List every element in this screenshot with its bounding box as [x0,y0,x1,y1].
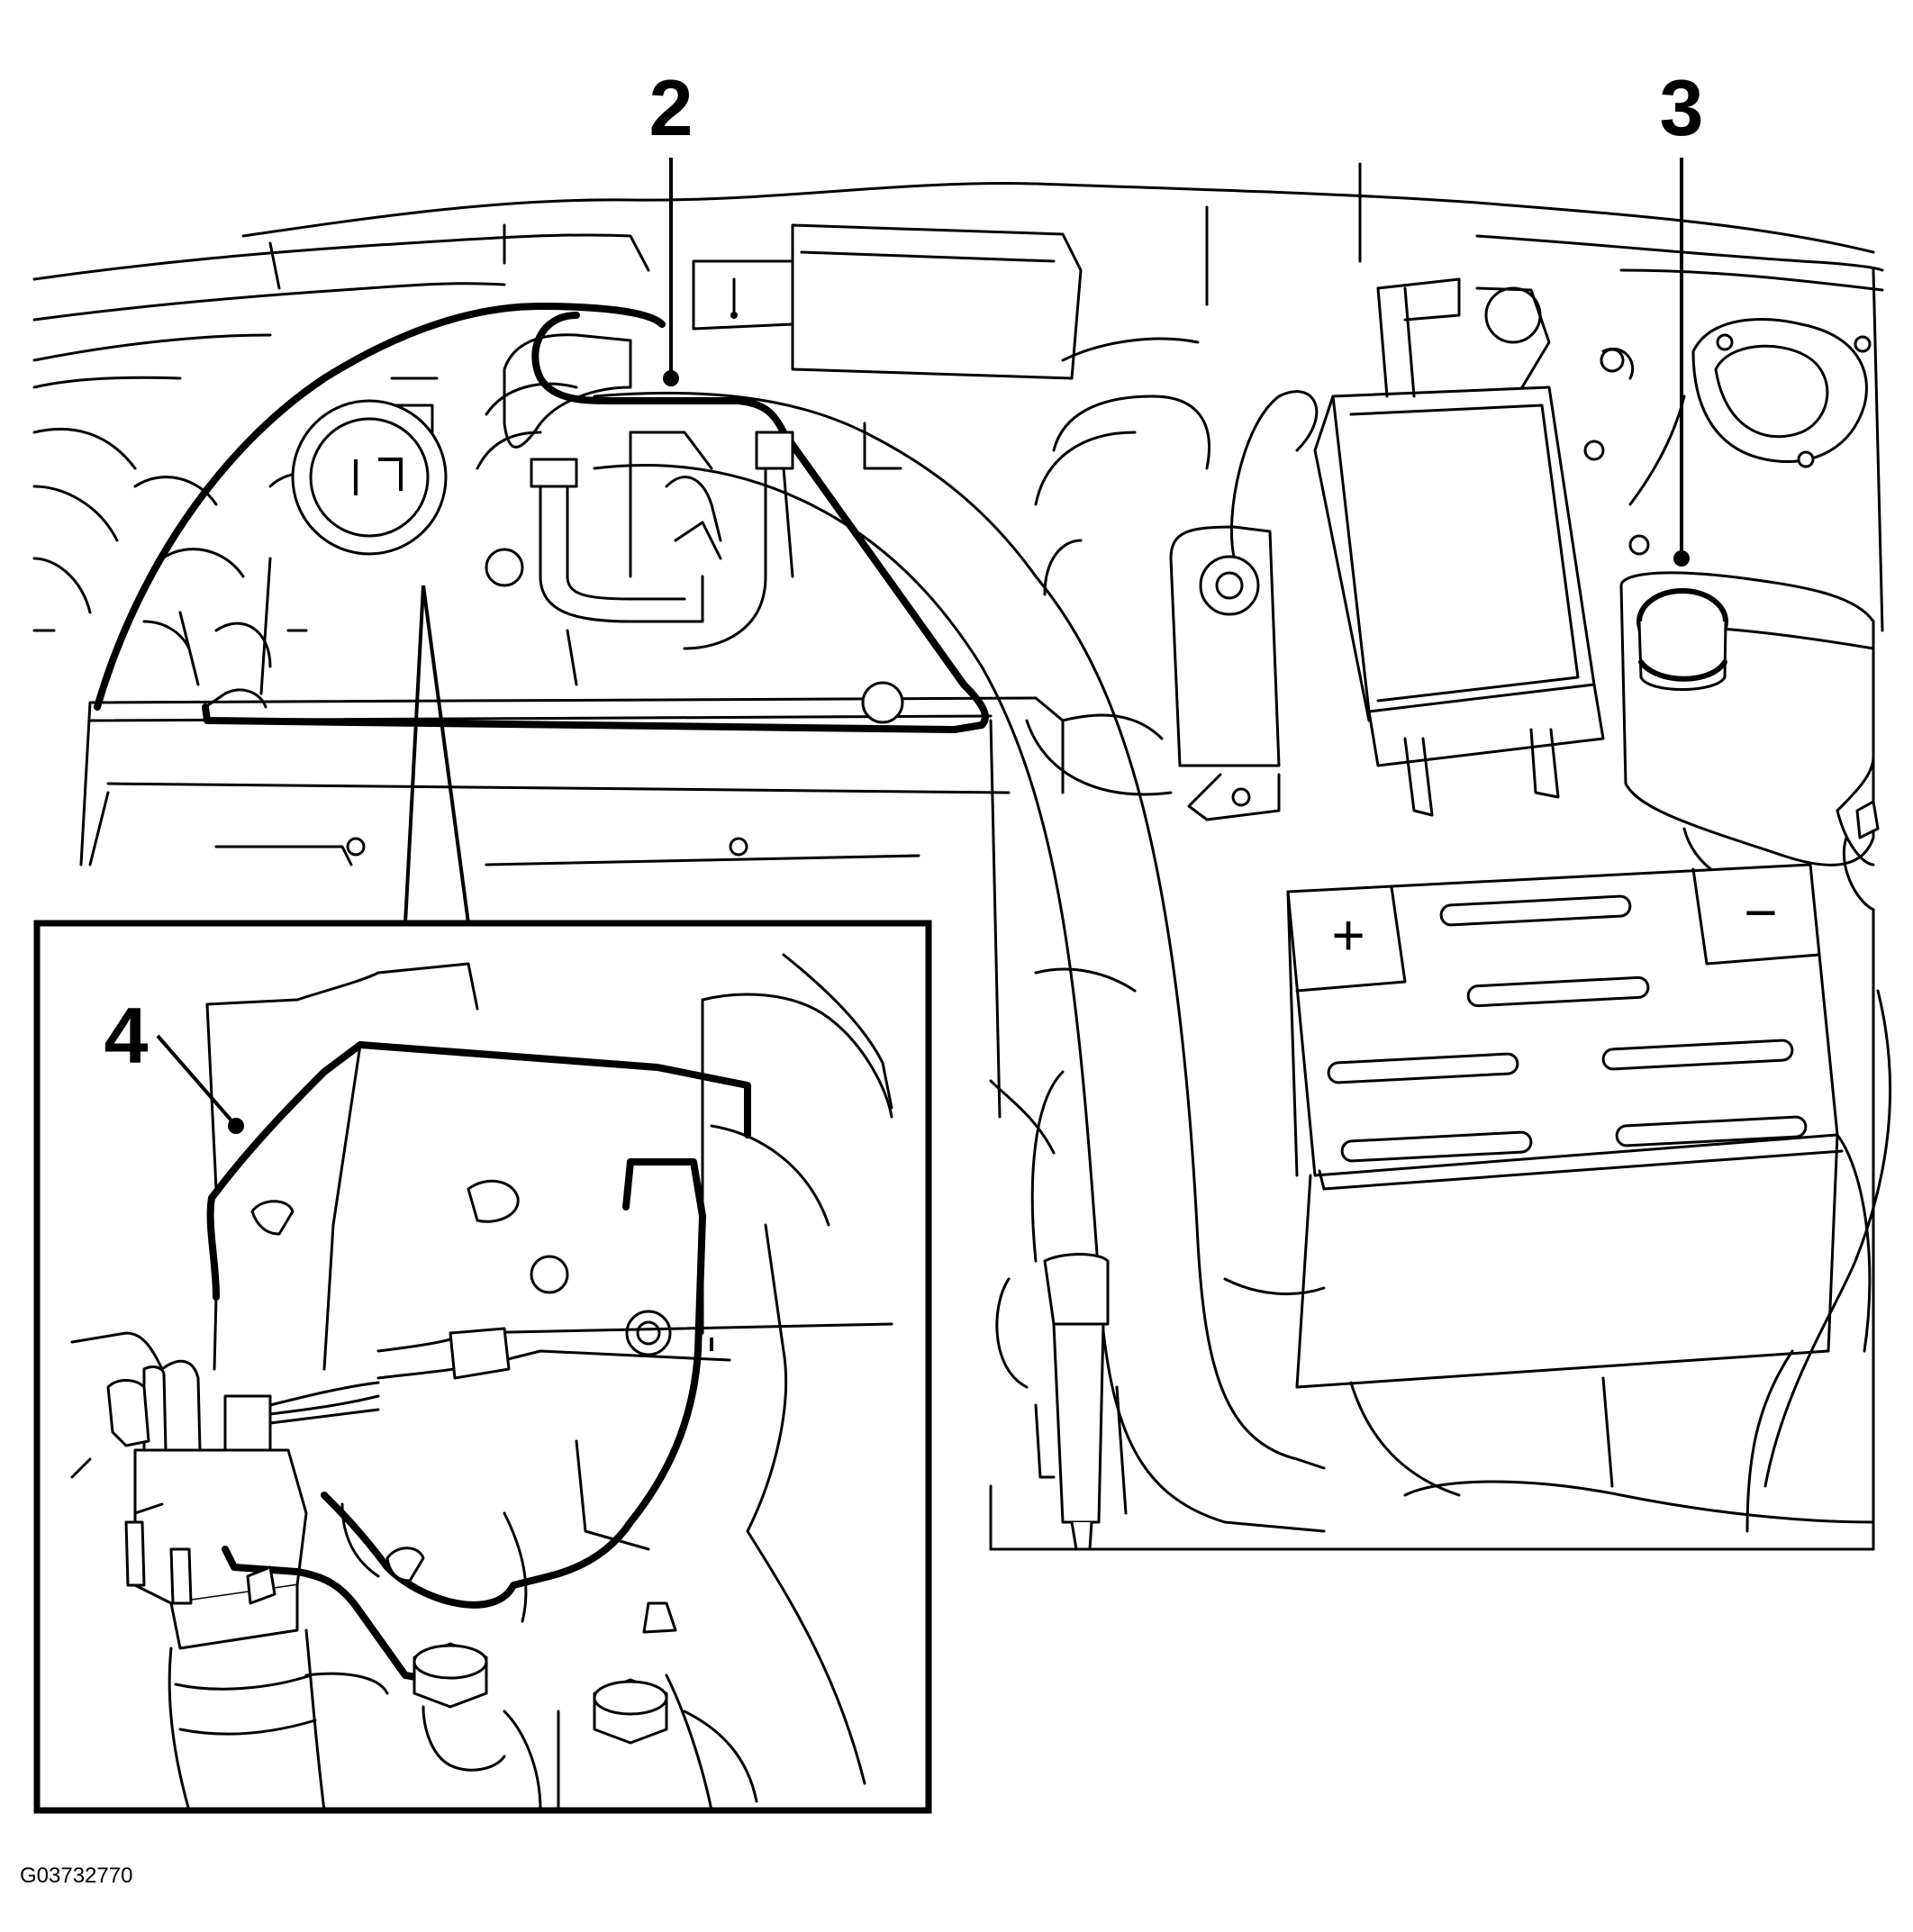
leader-dot-3 [1673,550,1690,567]
battery-plus-symbol: + [1331,903,1364,967]
leader-line-4 [156,1034,238,1128]
leader-dot-2 [663,370,679,386]
callout-3: 3 [1660,63,1704,152]
engine-bay-background [32,162,1892,1551]
callout-4: 4 [104,991,149,1080]
figure-id: G03732770 [20,1864,132,1888]
callout-2: 2 [649,63,694,152]
highlighted-component-2 [94,303,989,733]
leader-lines [403,158,1690,924]
leader-dot-4 [228,1118,244,1134]
battery-minus-symbol: − [1744,880,1777,945]
detail-inset [33,920,932,1814]
